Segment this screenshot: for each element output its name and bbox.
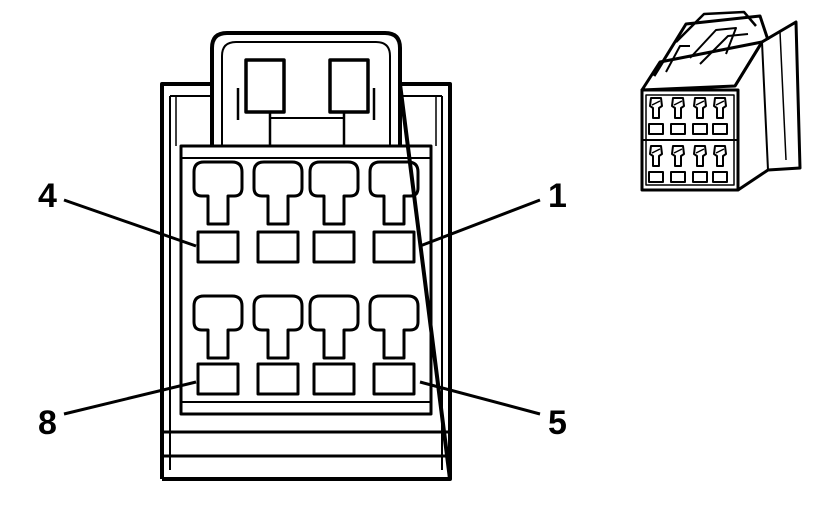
leader-line-5 bbox=[419, 380, 541, 416]
terminal-cavity bbox=[252, 294, 304, 360]
terminal-cavity bbox=[308, 160, 360, 226]
mini-terminal-cavity bbox=[671, 97, 685, 119]
mini-terminal-lock-window bbox=[670, 171, 686, 183]
mini-terminal-lock-window bbox=[712, 171, 728, 183]
mini-terminal-cavity bbox=[693, 97, 707, 119]
pin-label-5: 5 bbox=[548, 404, 567, 442]
connector-face-view bbox=[63, 31, 541, 481]
mini-terminal-hatch bbox=[715, 100, 725, 106]
terminal-cavities bbox=[192, 160, 420, 396]
connector-isometric-view bbox=[640, 10, 802, 192]
mini-terminal-lock-window bbox=[692, 123, 708, 135]
mini-terminal-cavity bbox=[693, 145, 707, 167]
pin-label-4: 4 bbox=[38, 177, 57, 215]
isometric-terminal-cavities bbox=[648, 97, 728, 183]
mini-terminal-hatch bbox=[695, 100, 705, 106]
pin-label-1: 1 bbox=[548, 177, 567, 215]
mini-terminal-lock-window bbox=[648, 123, 664, 135]
mini-terminal-lock-window bbox=[712, 123, 728, 135]
mini-terminal-cavity bbox=[649, 145, 663, 167]
mini-terminal-cavity bbox=[713, 145, 727, 167]
mini-terminal-hatch bbox=[673, 148, 683, 154]
connector-body bbox=[160, 82, 452, 481]
terminal-lock-window bbox=[372, 230, 416, 264]
leader-line-8 bbox=[63, 380, 197, 416]
terminal-lock-window bbox=[372, 362, 416, 396]
mini-terminal-hatch bbox=[695, 148, 705, 154]
leader-lines bbox=[63, 198, 541, 416]
terminal-cavity bbox=[368, 294, 420, 360]
terminal-lock-window bbox=[312, 230, 356, 264]
terminal-cavity bbox=[192, 160, 244, 226]
terminal-lock-window bbox=[256, 230, 300, 264]
mini-terminal-hatch bbox=[651, 148, 661, 154]
leader-line-4 bbox=[63, 198, 197, 248]
connector-latch bbox=[210, 31, 402, 146]
mini-terminal-cavity bbox=[713, 97, 727, 119]
terminal-cavity bbox=[368, 160, 420, 226]
terminal-lock-window bbox=[256, 362, 300, 396]
terminal-cavity bbox=[252, 160, 304, 226]
terminal-lock-window bbox=[196, 362, 240, 396]
mini-terminal-lock-window bbox=[670, 123, 686, 135]
terminal-lock-window bbox=[312, 362, 356, 396]
mini-terminal-hatch bbox=[673, 100, 683, 106]
mini-terminal-hatch bbox=[651, 100, 661, 106]
terminal-cavity bbox=[192, 294, 244, 360]
mini-terminal-lock-window bbox=[648, 171, 664, 183]
mini-terminal-cavity bbox=[671, 145, 685, 167]
mini-terminal-cavity bbox=[649, 97, 663, 119]
terminal-lock-window bbox=[196, 230, 240, 264]
leader-line-1 bbox=[419, 198, 541, 248]
terminal-cavity bbox=[308, 294, 360, 360]
mini-terminal-lock-window bbox=[692, 171, 708, 183]
pin-label-8: 8 bbox=[38, 404, 57, 442]
mini-terminal-hatch bbox=[715, 148, 725, 154]
